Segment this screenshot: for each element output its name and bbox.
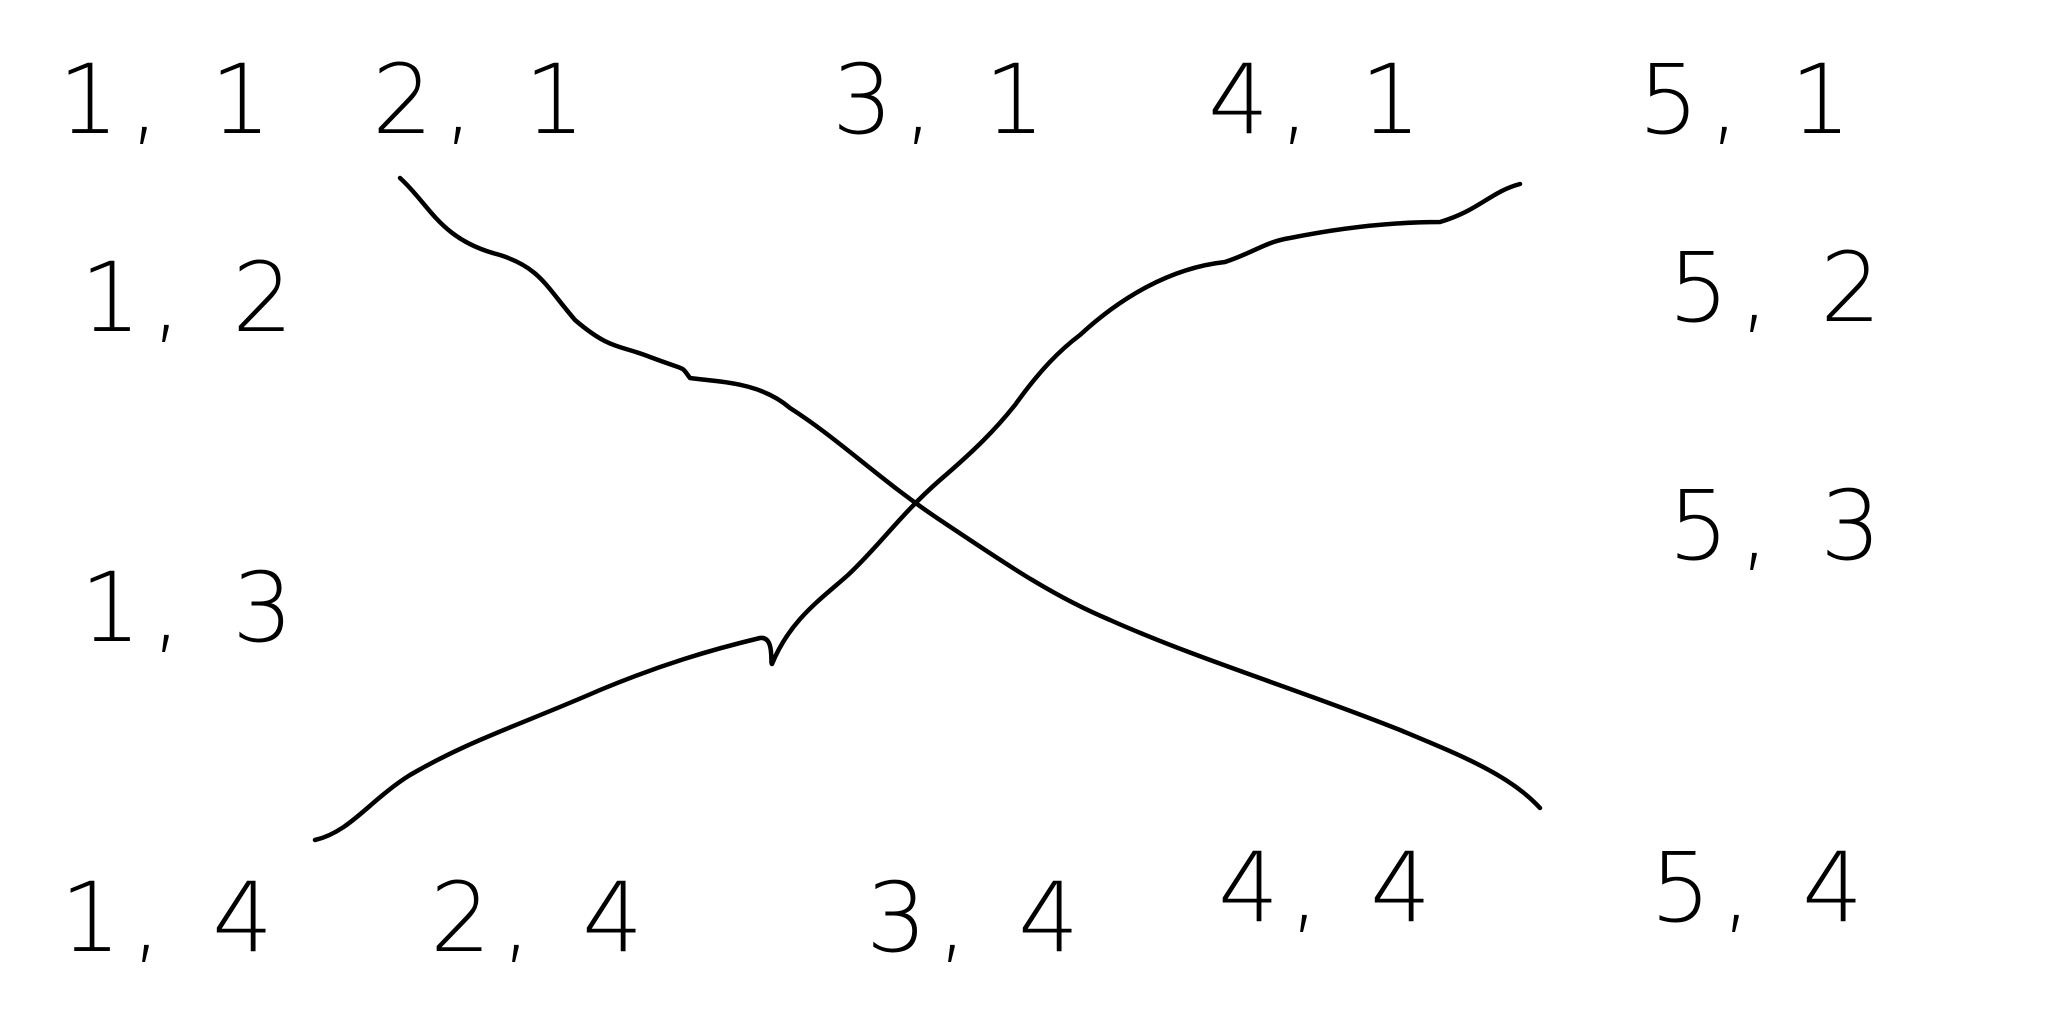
label-5-1: 5, 1 <box>1638 44 1862 156</box>
label-3-4: 3, 4 <box>866 862 1090 974</box>
label-1-1: 1, 1 <box>58 44 282 156</box>
label-1-2: 1, 2 <box>80 242 304 354</box>
label-5-3: 5, 3 <box>1668 470 1892 582</box>
stroke-top-left-to-bottom-right <box>397 175 1543 811</box>
label-5-4: 5, 4 <box>1650 832 1874 944</box>
label-3-1: 3, 1 <box>832 44 1056 156</box>
label-2-1: 2, 1 <box>372 44 596 156</box>
label-5-2: 5, 2 <box>1668 232 1892 344</box>
label-2-4: 2, 4 <box>430 862 654 974</box>
stroke-bottom-left-to-top-right <box>312 181 1523 843</box>
label-4-4: 4, 4 <box>1218 832 1442 944</box>
label-1-3: 1, 3 <box>80 552 304 664</box>
label-4-1: 4, 1 <box>1208 44 1432 156</box>
label-1-4: 1, 4 <box>60 862 284 974</box>
